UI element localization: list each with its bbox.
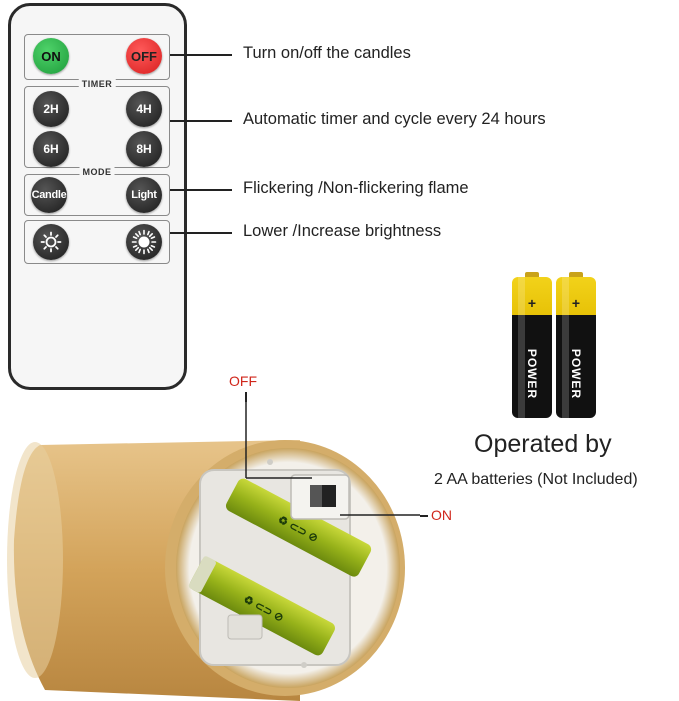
on-button[interactable]: ON — [33, 38, 69, 74]
switch-off-label: OFF — [229, 373, 257, 389]
plus-icon: + — [571, 295, 581, 311]
off-button[interactable]: OFF — [126, 38, 162, 74]
brightness-high-icon — [131, 229, 157, 255]
battery-brand: POWER — [569, 348, 583, 400]
on-leader-line — [420, 515, 428, 517]
brightness-low-icon — [40, 231, 62, 253]
callout-line-mode — [170, 189, 232, 191]
switch-on-label: ON — [431, 507, 452, 523]
callout-on-off: Turn on/off the candles — [243, 44, 411, 62]
brightness-low-button[interactable] — [33, 224, 69, 260]
timer-8h-button[interactable]: 8H — [126, 131, 162, 167]
battery-brand: POWER — [525, 348, 539, 400]
callout-mode: Flickering /Non-flickering flame — [243, 179, 469, 197]
off-leader-line — [245, 392, 247, 402]
mode-label: MODE — [79, 167, 115, 177]
aa-battery: + POWER — [512, 272, 552, 418]
aa-battery: + POWER — [556, 272, 596, 418]
battery-headline: Operated by — [474, 430, 612, 458]
timer-panel: TIMER 2H 4H 6H 8H — [24, 79, 170, 168]
timer-2h-button[interactable]: 2H — [33, 91, 69, 127]
mode-panel: MODE Candle Light — [24, 167, 170, 216]
brightness-panel — [24, 220, 170, 264]
light-mode-button[interactable]: Light — [126, 177, 162, 213]
callout-line-on-off — [170, 54, 232, 56]
plus-icon: + — [527, 295, 537, 311]
battery-note: 2 AA batteries (Not Included) — [434, 471, 638, 488]
timer-label: TIMER — [78, 79, 116, 89]
candle-mode-button[interactable]: Candle — [31, 177, 67, 213]
timer-4h-button[interactable]: 4H — [126, 91, 162, 127]
power-panel: ON OFF — [24, 34, 170, 80]
callout-brightness: Lower /Increase brightness — [243, 222, 442, 240]
candle-battery-compartment: ♻ ⊂⊃ ⊘ ♻ ⊂⊃ ⊘ — [7, 400, 420, 701]
callout-line-brightness — [170, 232, 232, 234]
brightness-high-button[interactable] — [126, 224, 162, 260]
aa-batteries: + POWER + POWER — [512, 272, 598, 418]
timer-6h-button[interactable]: 6H — [33, 131, 69, 167]
remote-control: ON OFF TIMER 2H 4H 6H 8H MODE Candle Lig… — [8, 3, 187, 390]
callout-line-timer — [170, 120, 232, 122]
callout-timer: Automatic timer and cycle every 24 hours — [243, 110, 546, 128]
